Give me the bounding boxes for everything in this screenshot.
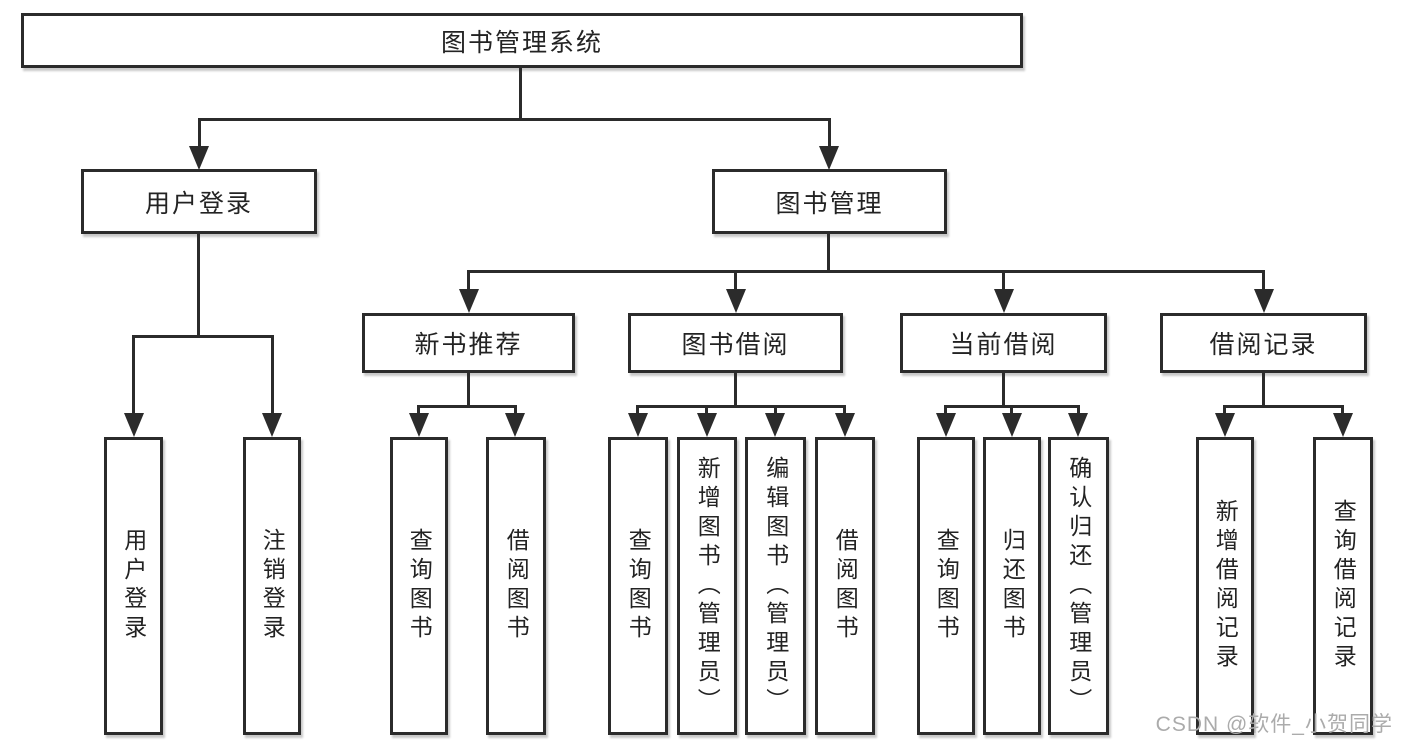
arrow-down-g4-confirm	[1068, 413, 1088, 437]
node-book-borrow: 图书借阅	[628, 313, 843, 373]
node-new-book-recommend: 新书推荐	[362, 313, 575, 373]
node-current-borrow: 当前借阅	[900, 313, 1107, 373]
node-book-borrow-label: 图书借阅	[681, 331, 790, 359]
connector-new-book-arm	[417, 405, 517, 408]
connector-stub-book-borrow	[734, 270, 737, 292]
node-borrow-records-label: 借阅记录	[1209, 331, 1318, 359]
arrow-down-g3-edit	[765, 413, 785, 437]
arrow-down-leaf-logout	[262, 413, 282, 437]
connector-stub-g5-query	[1341, 405, 1344, 417]
leaf-add-borrow-record-label: 新增借阅记录	[1212, 499, 1239, 673]
watermark: CSDN @软件_小贺同学	[1155, 713, 1393, 736]
arrow-down-g2-query	[409, 413, 429, 437]
leaf-logout-label: 注销登录	[259, 528, 286, 644]
connector-stub-g2-query	[417, 405, 420, 417]
connector-stub-g3-edit	[774, 405, 777, 417]
connector-stub-g4-confirm	[1077, 405, 1080, 417]
connector-user-login-stem	[197, 234, 200, 338]
leaf-edit-books-admin-label: 编辑图书（管理员）	[762, 455, 789, 717]
node-current-borrow-label: 当前借阅	[949, 331, 1058, 359]
connector-stub-user-login	[198, 118, 201, 150]
leaf-borrow-books-recommend: 借阅图书	[486, 437, 546, 735]
arrow-down-g3-query	[628, 413, 648, 437]
node-user-login-label: 用户登录	[144, 189, 253, 218]
leaf-add-books-admin: 新增图书（管理员）	[677, 437, 737, 735]
leaf-borrow-books: 借阅图书	[815, 437, 875, 735]
node-root-label: 图书管理系统	[440, 28, 603, 57]
arrow-down-g2-borrow	[505, 413, 525, 437]
leaf-add-books-admin-label: 新增图书（管理员）	[694, 455, 721, 717]
arrow-down-book-borrow	[726, 289, 746, 313]
leaf-query-books-current-label: 查询图书	[933, 528, 960, 644]
arrow-down-current-borrow	[994, 289, 1014, 313]
arrow-down-g3-add	[697, 413, 717, 437]
connector-stub-g3-add	[705, 405, 708, 417]
leaf-query-borrow-record: 查询借阅记录	[1313, 437, 1373, 735]
node-new-book-recommend-label: 新书推荐	[414, 331, 523, 359]
connector-book-borrow-arm	[636, 405, 846, 408]
arrow-down-g4-query	[936, 413, 956, 437]
connector-user-login-arm	[132, 335, 274, 338]
arrow-down-book-mgmt	[819, 146, 839, 170]
connector-stub-current-borrow	[1002, 270, 1005, 292]
arrow-down-g5-query	[1333, 413, 1353, 437]
leaf-user-login: 用户登录	[104, 437, 163, 735]
connector-stub-new-book	[467, 270, 470, 292]
connector-stub-g4-query	[944, 405, 947, 417]
leaf-query-books-recommend: 查询图书	[390, 437, 448, 735]
connector-stub-g3-borrow	[843, 405, 846, 417]
leaf-edit-books-admin: 编辑图书（管理员）	[745, 437, 806, 735]
connector-stub-book-mgmt	[828, 118, 831, 150]
connector-root-stem	[519, 68, 522, 121]
leaf-borrow-books-label: 借阅图书	[832, 528, 859, 644]
leaf-confirm-return-admin: 确认归还（管理员）	[1048, 437, 1109, 735]
connector-stub-g5-add	[1223, 405, 1226, 417]
leaf-query-books-current: 查询图书	[917, 437, 975, 735]
node-book-management-label: 图书管理	[775, 189, 884, 218]
arrow-down-g5-add	[1215, 413, 1235, 437]
leaf-return-books-label: 归还图书	[999, 528, 1026, 644]
connector-borrow-records-arm	[1223, 405, 1344, 408]
leaf-confirm-return-admin-label: 确认归还（管理员）	[1065, 455, 1092, 717]
connector-stub-g2-borrow	[514, 405, 517, 417]
connector-stub-leaf-login	[132, 335, 135, 417]
node-root-system: 图书管理系统	[21, 13, 1023, 68]
connector-borrow-records-stem	[1262, 373, 1265, 408]
arrow-down-g3-borrow	[835, 413, 855, 437]
arrow-down-borrow-records	[1254, 289, 1274, 313]
arrow-down-g4-return	[1002, 413, 1022, 437]
leaf-user-login-label: 用户登录	[120, 528, 147, 644]
arrow-down-user-login	[189, 146, 209, 170]
connector-root-arm	[198, 118, 831, 121]
node-borrow-records: 借阅记录	[1160, 313, 1367, 373]
node-user-login: 用户登录	[81, 169, 317, 234]
node-book-management: 图书管理	[712, 169, 947, 234]
leaf-query-books-borrow: 查询图书	[608, 437, 668, 735]
connector-new-book-stem	[467, 373, 470, 408]
leaf-query-books-recommend-label: 查询图书	[406, 528, 433, 644]
connector-book-mgmt-stem	[827, 234, 830, 273]
leaf-add-borrow-record: 新增借阅记录	[1196, 437, 1254, 735]
arrow-down-new-book	[459, 289, 479, 313]
connector-stub-borrow-records	[1262, 270, 1265, 292]
leaf-query-borrow-record-label: 查询借阅记录	[1330, 499, 1357, 673]
connector-stub-g4-return	[1010, 405, 1013, 417]
connector-book-mgmt-arm	[467, 270, 1265, 273]
leaf-borrow-books-recommend-label: 借阅图书	[503, 528, 530, 644]
leaf-return-books: 归还图书	[983, 437, 1041, 735]
connector-book-borrow-stem	[734, 373, 737, 408]
leaf-query-books-borrow-label: 查询图书	[625, 528, 652, 644]
connector-stub-g3-query	[636, 405, 639, 417]
connector-current-borrow-stem	[1002, 373, 1005, 408]
arrow-down-leaf-login	[124, 413, 144, 437]
connector-stub-leaf-logout	[271, 335, 274, 417]
leaf-logout: 注销登录	[243, 437, 301, 735]
